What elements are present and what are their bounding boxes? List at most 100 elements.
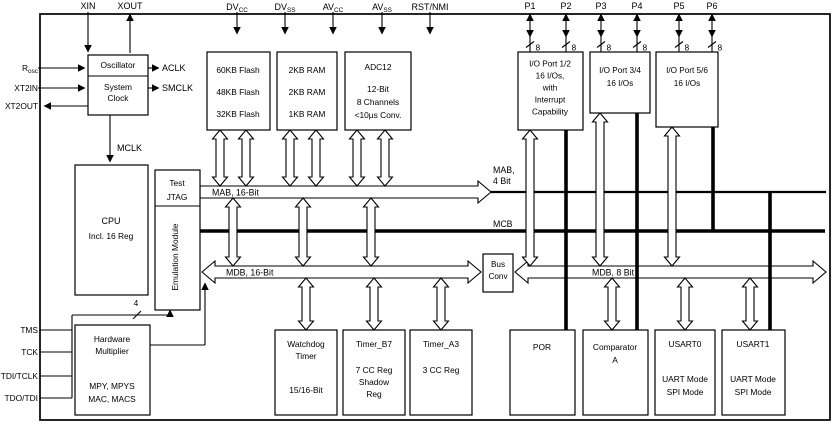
usart0-line2: UART Mode <box>662 374 708 384</box>
port-bus-width-slash <box>674 41 684 48</box>
ram-line2: 2KB RAM <box>289 87 326 97</box>
io-port56-block <box>655 51 719 128</box>
port12-line2: 16 I/Os, <box>536 72 565 81</box>
multiplier-line2: Multiplier <box>95 346 129 356</box>
rst-nmi-pin-label: RST/NMI <box>412 2 449 12</box>
comparator-line1: Comparator <box>593 342 637 352</box>
port-pin-label: P6 <box>706 1 717 11</box>
port-pin-label: P2 <box>560 1 571 11</box>
oscillator-block <box>87 54 149 116</box>
por-block <box>509 329 576 416</box>
adc-line4: <10µs Conv. <box>355 110 402 120</box>
cpu-block <box>74 164 149 296</box>
bus-conv-block <box>482 253 514 293</box>
dvss-pin-label: DVSS <box>274 2 295 14</box>
port12-line4: Interrupt <box>535 96 566 105</box>
port34-line1: I/O Port 3/4 <box>599 66 641 75</box>
port-bus-width-slash <box>596 41 606 48</box>
bus-connection-arrow <box>307 129 325 187</box>
comparator-line2: A <box>612 355 618 365</box>
mab4-bus-label-line1: MAB, <box>493 165 515 175</box>
flash-line1: 60KB Flash <box>216 65 260 75</box>
avss-pin-label: AVSS <box>372 2 392 14</box>
multiplier-line3: MPY, MPYS <box>89 381 135 391</box>
blocks-group <box>74 51 786 416</box>
port-bus-width-slash <box>707 41 717 48</box>
pin-lines-group <box>38 12 434 399</box>
jtag-label: JTAG <box>167 192 188 202</box>
cpu-title: CPU <box>101 216 120 226</box>
bus-connection-arrow <box>294 197 312 267</box>
ram-block <box>276 51 338 131</box>
port-pin-label: P4 <box>631 1 642 11</box>
bus-conv-line1: Bus <box>491 260 505 269</box>
mab16-bus-label: MAB, 16-Bit <box>212 188 259 198</box>
usart1-line3: SPI Mode <box>735 387 772 397</box>
bus-connection-arrow <box>237 129 255 187</box>
port12-line1: I/O Port 1/2 <box>529 60 571 69</box>
timer-a-line1: Timer_A3 <box>423 339 459 349</box>
watchdog-line3: 15/16-Bit <box>289 385 323 395</box>
multiplier-line4: MAC, MACS <box>88 394 136 404</box>
comparator-a-block <box>582 329 649 416</box>
timer-a-line2: 3 CC Reg <box>423 365 460 375</box>
port-pin-label: P1 <box>524 1 535 11</box>
flash-line2: 48KB Flash <box>216 87 260 97</box>
port56-line1: I/O Port 5/6 <box>666 66 708 75</box>
aclk-label: ACLK <box>162 63 186 73</box>
adc-line2: 12-Bit <box>367 84 390 94</box>
bus-connection-arrow <box>663 126 681 267</box>
timer-b-line3: Shadow <box>359 377 390 387</box>
mab16-bus-arrow <box>199 179 492 205</box>
adc12-block <box>344 51 412 131</box>
port-pin-label: P3 <box>595 1 606 11</box>
tdi-tclk-pin-label: TDI/TCLK <box>1 371 39 381</box>
jtag-bus-width-label: 4 <box>134 298 139 308</box>
smclk-label: SMCLK <box>162 83 193 93</box>
watchdog-timer-block <box>274 329 338 416</box>
rosc-pin-label: Rosc <box>22 63 39 75</box>
ram-line3: 1KB RAM <box>289 109 326 119</box>
port34-line2: 16 I/Os <box>607 79 633 88</box>
multiplier-line1: Hardware <box>94 334 131 344</box>
watchdog-line2: Timer <box>295 351 316 361</box>
ram-line1: 2KB RAM <box>289 65 326 75</box>
port-bus-width-label: 8 <box>685 43 690 53</box>
timer-b-line1: Timer_B7 <box>356 339 392 349</box>
horizontal-buses-group <box>199 179 827 285</box>
oscillator-line2: System <box>104 82 132 92</box>
io-port12-block <box>517 51 584 131</box>
port56-line2: 16 I/Os <box>674 79 700 88</box>
jtag-bus-width-slash <box>132 310 142 320</box>
port-bus-width-slash <box>632 41 642 48</box>
mdb16-bus-arrow <box>201 259 482 285</box>
port-bus-width-label: 8 <box>643 43 648 53</box>
usart1-line1: USART1 <box>737 339 770 349</box>
test-jtag-emulation-block <box>154 169 201 311</box>
test-label: Test <box>169 178 185 188</box>
mcb-bus-label: MCB <box>493 219 513 229</box>
usart0-block <box>654 329 716 416</box>
bus-connection-arrow <box>281 129 299 187</box>
mdb16-bus-label: MDB, 16-Bit <box>226 268 274 278</box>
tck-pin-label: TCK <box>21 347 38 357</box>
port12-line5: Capability <box>532 108 569 117</box>
bus-connection-arrow <box>591 112 609 267</box>
adc-title: ADC12 <box>365 62 392 72</box>
usart1-block <box>721 329 786 416</box>
bus-connection-arrow <box>211 129 229 187</box>
watchdog-line1: Watchdog <box>287 339 325 349</box>
xt2out-pin-label: XT2OUT <box>5 101 38 111</box>
port-bus-width-slash <box>525 41 535 48</box>
tdo-tdi-pin-label: TDO/TDI <box>5 393 39 403</box>
timer-b7-block <box>342 329 406 416</box>
bus-connection-arrow <box>521 129 539 267</box>
port-bus-width-label: 8 <box>718 43 723 53</box>
io-port34-block <box>589 51 651 114</box>
port-pin-label: P5 <box>673 1 684 11</box>
xin-pin-label: XIN <box>80 1 95 11</box>
mdb8-bus-label: MDB, 8 Bit <box>592 268 635 278</box>
